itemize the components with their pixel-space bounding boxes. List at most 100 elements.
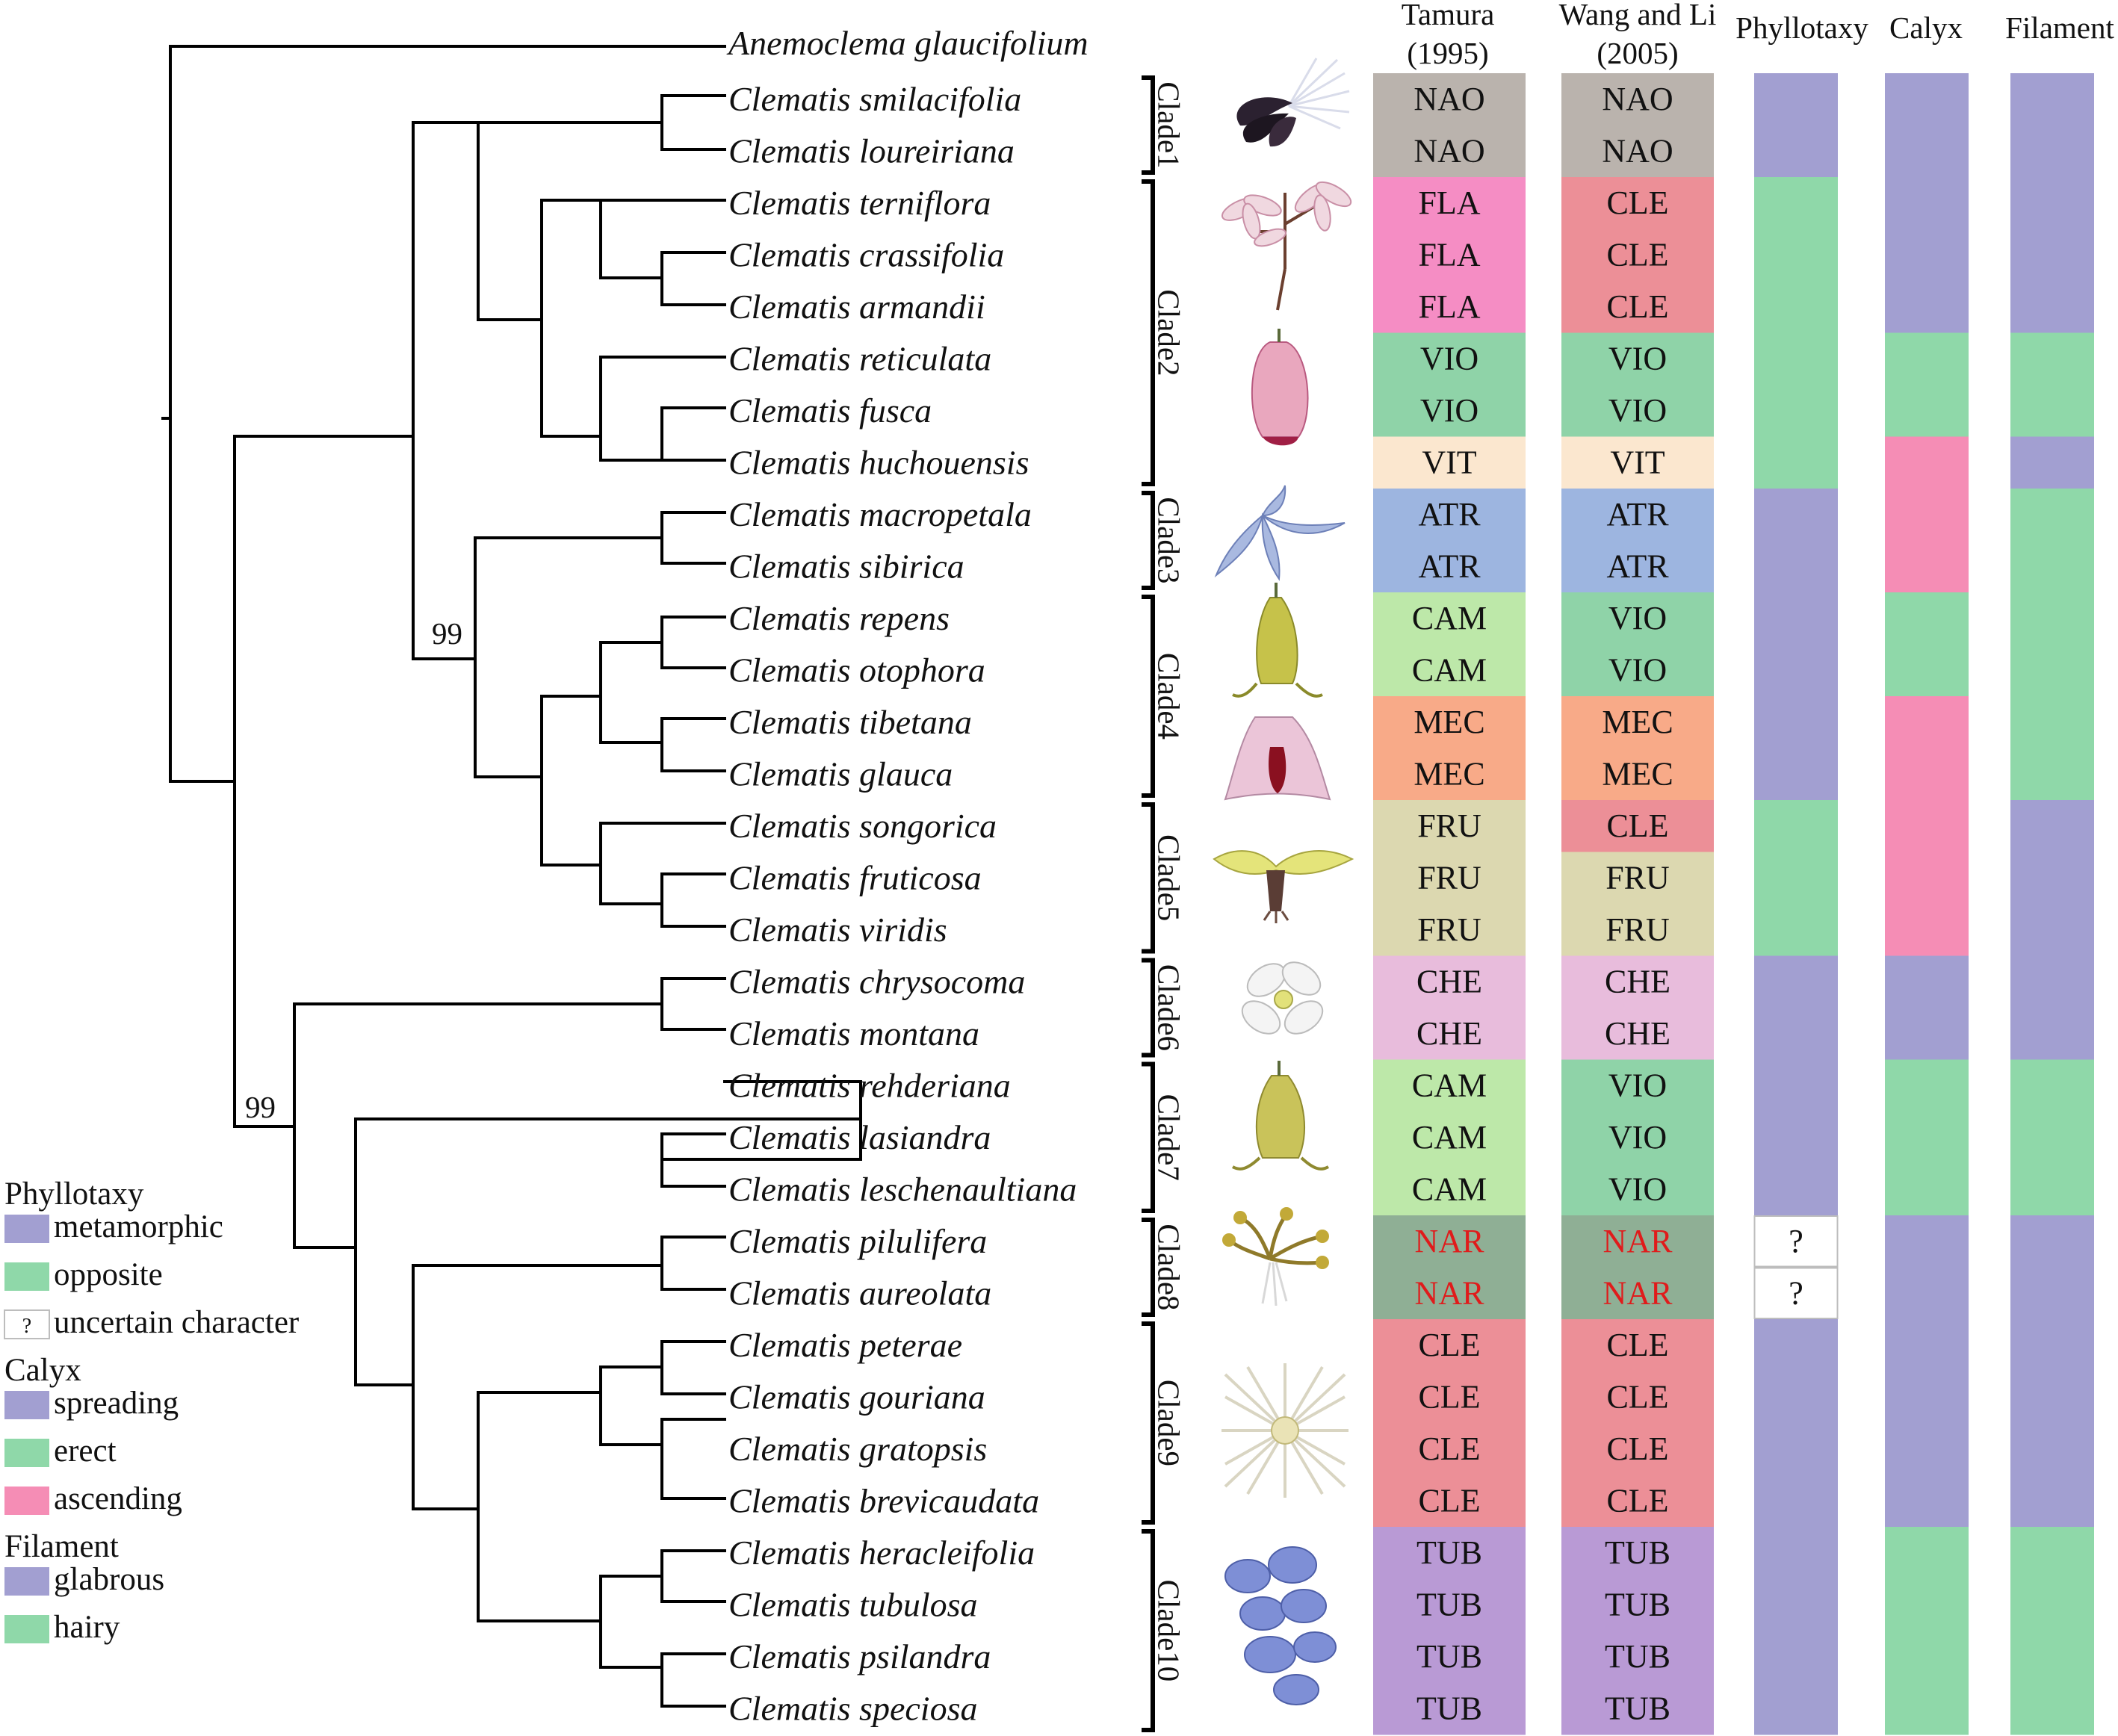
wang-li-code: CLE: [1606, 1327, 1668, 1363]
clade-brackets: Clade1Clade2Clade3Clade4Clade5Clade6Clad…: [1142, 75, 1186, 1732]
filament-cell: [2010, 1267, 2094, 1320]
filament-cell: [2010, 592, 2094, 645]
calyx-cell: [1885, 1215, 1969, 1268]
wang-li-code: CLE: [1606, 1430, 1668, 1467]
taxon-label: Clematis psilandra: [728, 1637, 991, 1675]
tamura-cell: [1373, 1163, 1526, 1216]
legend-item: hairy: [4, 1610, 120, 1645]
tamura-cell: [1373, 177, 1526, 229]
wang-li-code: CLE: [1606, 1379, 1668, 1416]
filament-cell: [2010, 696, 2094, 748]
calyx-cell: [1885, 696, 1969, 748]
calyx-cell: [1885, 1578, 1969, 1631]
tamura-cell: [1373, 1059, 1526, 1112]
calyx-cell: [1885, 1527, 1969, 1579]
filament-cell: [2010, 748, 2094, 801]
wang-li-cell: [1561, 955, 1714, 1008]
calyx-cell: [1885, 955, 1969, 1008]
taxon-label: Clematis tubulosa: [728, 1586, 978, 1624]
phyllotaxy-cell: [1754, 385, 1838, 437]
wang-li-code: VIO: [1608, 1119, 1667, 1156]
filament-cell: [2010, 177, 2094, 229]
phyllotaxy-cell: [1754, 644, 1838, 697]
taxon-label: Clematis reticulata: [728, 340, 991, 378]
wang-li-cell: [1561, 177, 1714, 229]
wang-li-code: TUB: [1605, 1638, 1670, 1675]
wang-li-cell: [1561, 436, 1714, 489]
wang-li-code: NAO: [1602, 133, 1673, 170]
clade-label: Clade5: [1152, 834, 1186, 921]
wang-li-cell: [1561, 73, 1714, 125]
phyllotaxy-cell: [1754, 1163, 1838, 1216]
tamura-cell: [1373, 332, 1526, 385]
wang-li-code: TUB: [1605, 1587, 1670, 1623]
flower-illustrations: [1213, 58, 1354, 1705]
clade-label: Clade8: [1152, 1224, 1186, 1310]
filament-cell: [2010, 904, 2094, 956]
legend-swatch: [4, 1262, 49, 1291]
phyllotaxy-cell: [1754, 1475, 1838, 1528]
tamura-cell: [1373, 489, 1526, 541]
wang-li-code: VIO: [1608, 1171, 1667, 1208]
phyllotaxy-cell: [1754, 540, 1838, 593]
wang-li-cell: [1561, 281, 1714, 333]
filament-cell: [2010, 1112, 2094, 1164]
tamura-code: VIT: [1422, 444, 1476, 481]
taxon-label: Clematis gouriana: [728, 1378, 985, 1416]
calyx-cell: [1885, 1682, 1969, 1735]
tamura-cell: [1373, 1319, 1526, 1371]
tamura-cell: [1373, 1578, 1526, 1631]
wang-li-cell: [1561, 1423, 1714, 1475]
legend-label: uncertain character: [54, 1305, 299, 1340]
wang-li-cell: [1561, 125, 1714, 178]
tamura-cell: [1373, 385, 1526, 437]
calyx-cell: [1885, 489, 1969, 541]
tamura-code: FLA: [1418, 237, 1480, 273]
tamura-code: CAM: [1412, 1171, 1487, 1208]
tamura-cell: [1373, 1112, 1526, 1164]
phyllotaxy-cell: [1754, 748, 1838, 801]
phyllotaxy-cell: [1754, 125, 1838, 178]
calyx-cell: [1885, 800, 1969, 852]
tamura-cell: [1373, 955, 1526, 1008]
legend-item: ?uncertain character: [4, 1305, 299, 1340]
tamura-classification-column: NAONAOFLAFLAFLAVIOVIOVITATRATRCAMCAMMECM…: [1373, 73, 1526, 1735]
phyllotaxy-cell: [1754, 1423, 1838, 1475]
taxon-label: Clematis songorica: [728, 807, 997, 845]
tamura-code: TUB: [1416, 1587, 1482, 1623]
legend-swatch: [4, 1487, 49, 1515]
calyx-cell: [1885, 1423, 1969, 1475]
phyllotaxy-character-column: ??: [1753, 73, 1839, 1735]
tamura-cell: [1373, 748, 1526, 801]
tamura-code: NAO: [1413, 81, 1484, 117]
calyx-cell: [1885, 281, 1969, 333]
calyx-cell: [1885, 1267, 1969, 1320]
wang-li-code: FRU: [1605, 911, 1670, 948]
wang-li-cell: [1561, 385, 1714, 437]
phyllotaxy-cell: [1754, 1682, 1838, 1735]
calyx-character-column: [1885, 73, 1969, 1735]
taxon-label: Clematis huchouensis: [728, 444, 1029, 482]
phyllotaxy-cell: [1754, 852, 1838, 905]
tamura-cell: [1373, 73, 1526, 125]
wang-li-cell: [1561, 332, 1714, 385]
flower-clade3-image: [1214, 485, 1346, 581]
taxon-label: Clematis chrysocoma: [728, 963, 1025, 1001]
wang-li-code: ATR: [1606, 548, 1669, 585]
taxon-label: Clematis viridis: [728, 911, 947, 949]
wang-li-code: ATR: [1606, 496, 1669, 533]
taxon-label: Clematis tibetana: [728, 703, 972, 741]
bootstrap-value: 99: [432, 616, 462, 651]
tamura-code: TUB: [1416, 1638, 1482, 1675]
filament-cell: [2010, 1215, 2094, 1268]
wang-li-cell: [1561, 1319, 1714, 1371]
filament-cell: [2010, 125, 2094, 178]
clade-bracket: Clade10: [1142, 1529, 1186, 1732]
wang-li-code: MEC: [1602, 756, 1673, 793]
calyx-cell: [1885, 1059, 1969, 1112]
wang-li-code: TUB: [1605, 1690, 1670, 1727]
clade-bracket: Clade7: [1142, 1061, 1186, 1213]
tamura-code: CHE: [1416, 964, 1482, 1000]
tamura-cell: [1373, 904, 1526, 956]
